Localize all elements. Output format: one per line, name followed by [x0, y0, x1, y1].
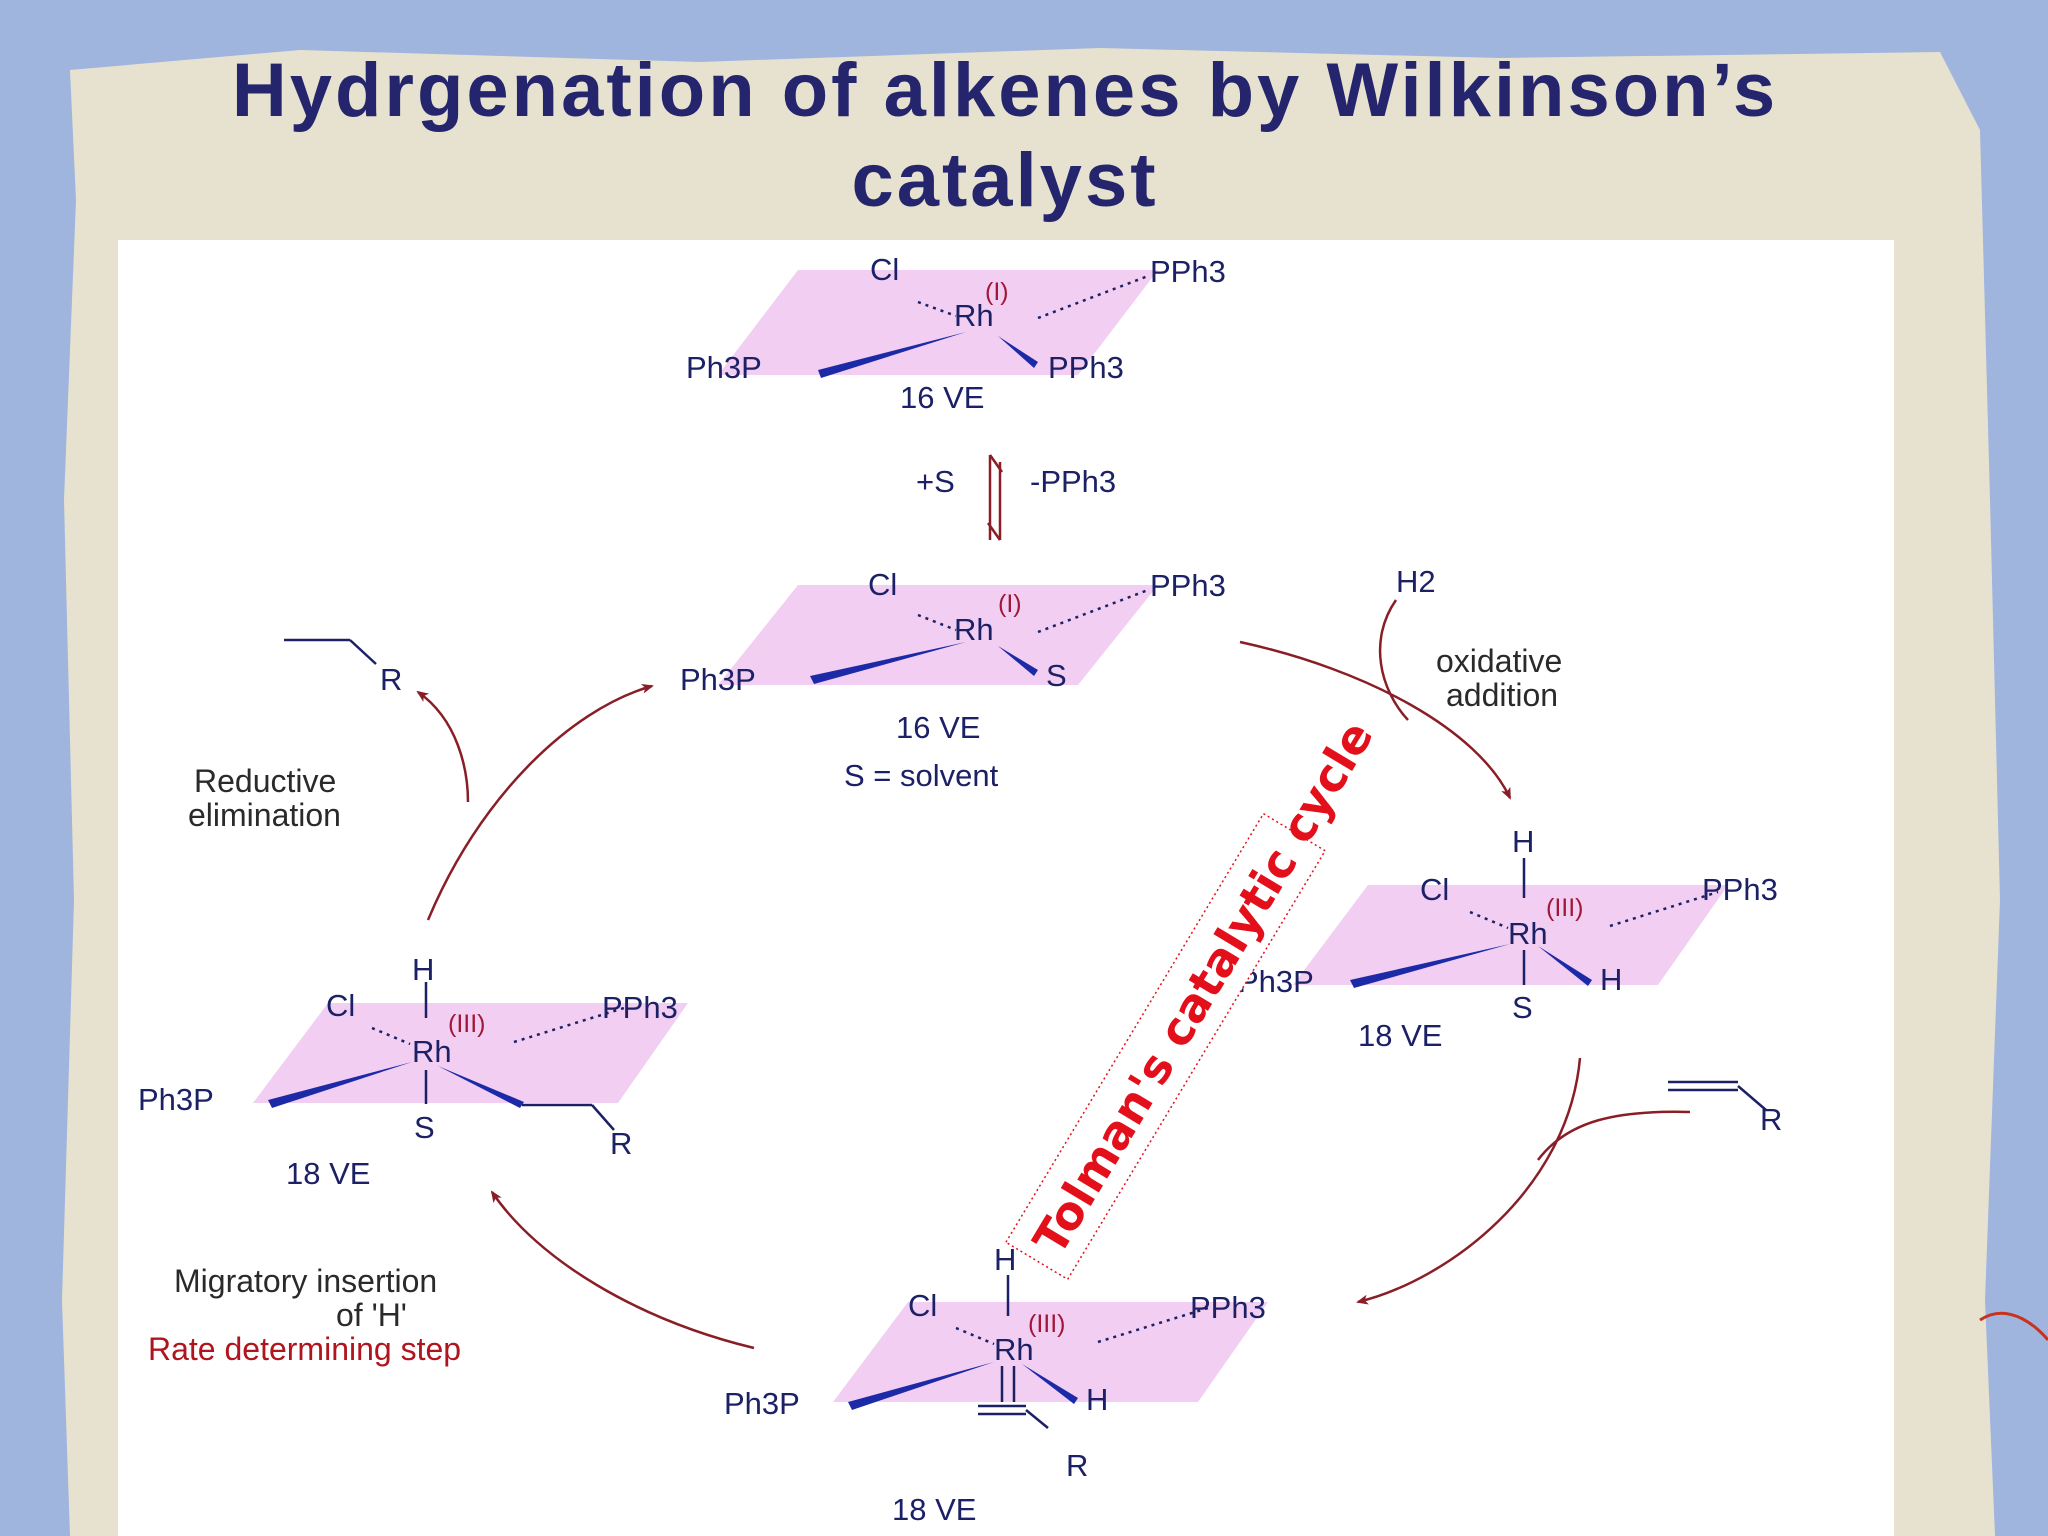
c5-cl: Cl [326, 988, 355, 1023]
c2-cl: Cl [868, 567, 897, 602]
complex-1: Cl (I) Rh PPh3 Ph3P PPh3 16 VE [686, 252, 1226, 415]
product-r-label: R [380, 662, 402, 697]
rate-determining-label: Rate determining step [148, 1331, 461, 1367]
c4-rh: Rh [994, 1332, 1034, 1367]
oxidative-label-2: addition [1446, 677, 1558, 713]
c2-oxidation-state: (I) [998, 590, 1022, 618]
c3-s: S [1512, 990, 1533, 1025]
reductive-label-2: elimination [188, 797, 341, 833]
catalytic-cycle-diagram: Cl (I) Rh PPh3 Ph3P PPh3 16 VE +S -PPh3 … [118, 240, 1894, 1536]
c1-rh: Rh [954, 298, 994, 333]
c5-rh: Rh [412, 1034, 452, 1069]
equilibrium-arrows: +S -PPh3 [916, 454, 1116, 541]
c3-ve: 18 VE [1358, 1018, 1442, 1053]
c3-h-right: H [1600, 962, 1622, 997]
c5-oxidation-state: (III) [448, 1010, 486, 1038]
c3-oxidation-state: (III) [1546, 894, 1584, 922]
c4-pph3-top: PPh3 [1190, 1290, 1266, 1325]
oxidative-addition-step: H2 oxidative addition [1239, 564, 1562, 800]
c1-ve: 16 VE [900, 380, 984, 415]
c1-oxidation-state: (I) [985, 278, 1009, 306]
migratory-label-1: Migratory insertion [174, 1263, 437, 1299]
c4-h-top: H [994, 1242, 1016, 1277]
reductive-elimination-step: R Reductive elimination [188, 638, 654, 921]
c5-r: R [610, 1126, 632, 1161]
complex-3: H Cl (III) Rh PPh3 Ph3P H S 18 VE [1238, 824, 1778, 1053]
c4-ph3p: Ph3P [724, 1386, 800, 1421]
c5-pph3-top: PPh3 [602, 990, 678, 1025]
solvent-note: S = solvent [844, 758, 999, 793]
c3-h-top: H [1512, 824, 1534, 859]
c5-ve: 18 VE [286, 1156, 370, 1191]
migratory-insertion-step: Migratory insertion of 'H' Rate determin… [148, 1190, 755, 1367]
complex-5: H Cl (III) Rh PPh3 Ph3P S R 18 VE [138, 952, 688, 1191]
plus-solvent-label: +S [916, 464, 955, 499]
c4-cl: Cl [908, 1288, 937, 1323]
c4-ve: 18 VE [892, 1492, 976, 1527]
oxidative-label-1: oxidative [1436, 643, 1562, 679]
slide-title: Hydrgenation of alkenes by Wilkinson’s c… [231, 48, 1779, 223]
alkene-coordination-step: R [1356, 1057, 1782, 1305]
c2-s: S [1046, 658, 1067, 693]
complex-4: H Cl (III) Rh PPh3 Ph3P H R 18 VE [724, 1242, 1268, 1527]
complex-2: Cl (I) Rh PPh3 Ph3P S 16 VE S = solvent [680, 567, 1226, 793]
c5-s: S [414, 1110, 435, 1145]
minus-pph3-label: -PPh3 [1030, 464, 1116, 499]
migratory-label-2: of 'H' [336, 1297, 407, 1333]
c1-ph3p: Ph3P [686, 350, 762, 385]
c1-pph3-right: PPh3 [1048, 350, 1124, 385]
c2-rh: Rh [954, 612, 994, 647]
c4-r: R [1066, 1448, 1088, 1483]
c5-ph3p: Ph3P [138, 1082, 214, 1117]
h2-label: H2 [1396, 564, 1436, 599]
c3-cl: Cl [1420, 872, 1449, 907]
c5-h-top: H [412, 952, 434, 987]
c1-cl: Cl [870, 252, 899, 287]
c3-rh: Rh [1508, 916, 1548, 951]
c2-ve: 16 VE [896, 710, 980, 745]
c4-oxidation-state: (III) [1028, 1310, 1066, 1338]
alkene-r-label: R [1760, 1102, 1782, 1137]
c2-ph3p: Ph3P [680, 662, 756, 697]
reductive-label-1: Reductive [194, 763, 336, 799]
c3-pph3-top: PPh3 [1702, 872, 1778, 907]
c4-h-right: H [1086, 1382, 1108, 1417]
c1-pph3-top: PPh3 [1150, 254, 1226, 289]
c2-pph3-top: PPh3 [1150, 568, 1226, 603]
